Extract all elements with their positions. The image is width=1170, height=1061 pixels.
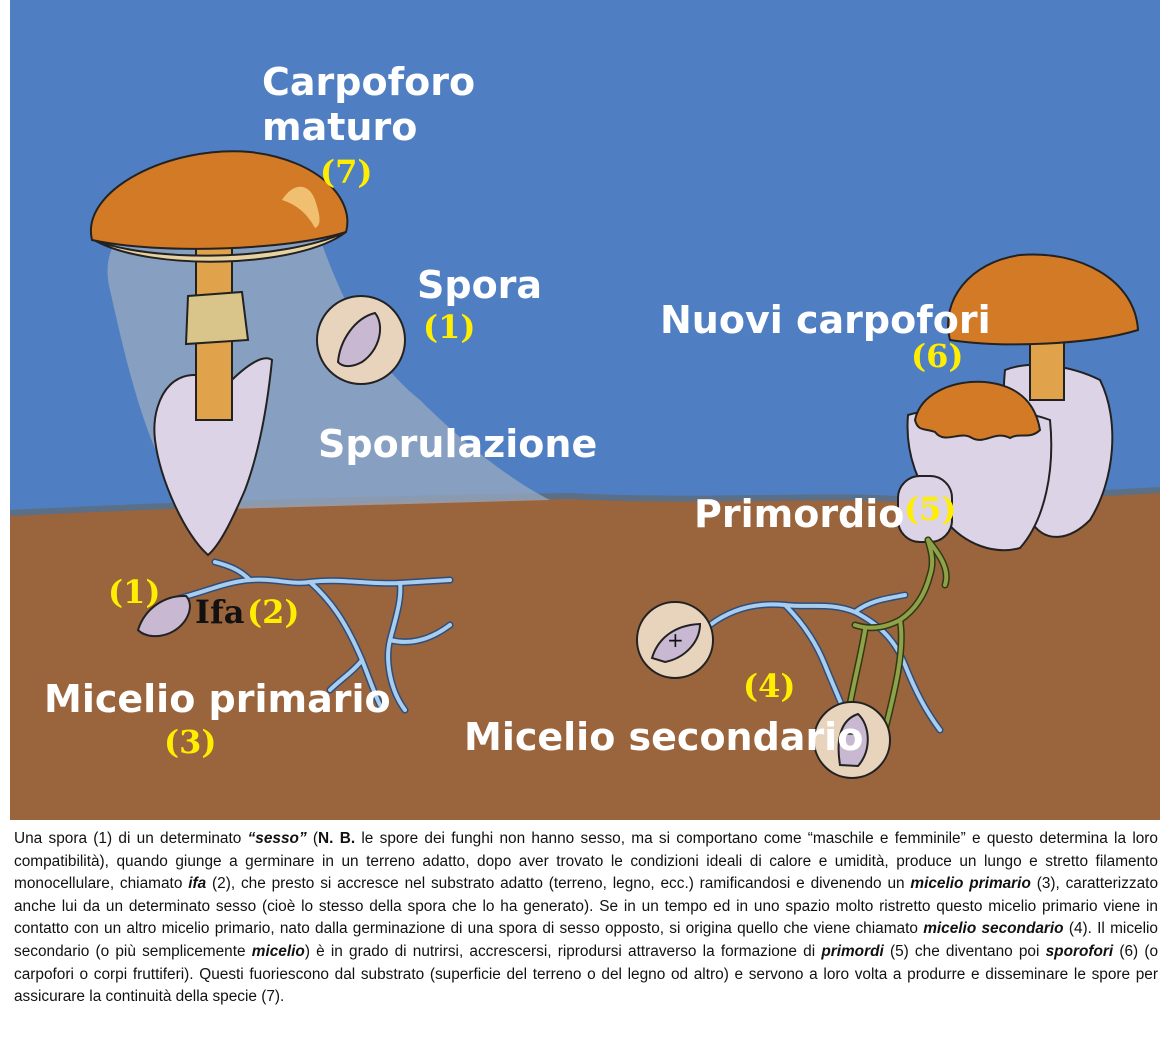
term-nb: N. B. xyxy=(318,830,356,847)
label-micelio-primario: Micelio primario xyxy=(44,677,391,721)
label-carpoforo: Carpoforo xyxy=(262,60,475,104)
term-ifa: ifa xyxy=(188,875,207,893)
label-num-6: (6) xyxy=(911,337,964,375)
label-num-1-spore: (1) xyxy=(423,308,476,346)
cap-highlight xyxy=(282,186,320,228)
term-sesso: “sesso” xyxy=(247,830,307,847)
label-num-1-soil: (1) xyxy=(108,573,161,611)
label-num-5: (5) xyxy=(904,490,957,528)
label-num-2: (2) xyxy=(247,593,300,631)
label-num-3: (3) xyxy=(164,723,217,761)
new-mushrooms xyxy=(906,253,1140,552)
mature-ring xyxy=(184,290,250,346)
mature-cap xyxy=(89,150,349,250)
minus-sign: − xyxy=(845,721,862,745)
label-ifa: Ifa xyxy=(195,593,244,631)
label-micelio-secondario: Micelio secondario xyxy=(464,715,863,759)
mature-mushroom xyxy=(89,150,349,557)
term-micelio-secondario: micelio secondario xyxy=(923,920,1064,938)
label-primordio: Primordio xyxy=(694,492,904,536)
term-micelio: micelio xyxy=(251,942,305,960)
spore-circle xyxy=(316,295,406,385)
label-maturo: maturo xyxy=(262,105,417,149)
minus-spore-circle xyxy=(813,701,891,779)
term-sporofori: sporofori xyxy=(1045,942,1114,960)
term-micelio-primario: micelio primario xyxy=(910,875,1031,893)
new-cap-large xyxy=(947,253,1140,346)
caption-paragraph: Una spora (1) di un determinato “sesso” … xyxy=(14,830,1159,1006)
label-num-7: (7) xyxy=(320,153,373,191)
fungus-life-cycle-diagram: + − Carpoforo maturo (7) Spora (1) Sporu… xyxy=(10,0,1160,820)
plus-spore-circle xyxy=(636,601,714,679)
germinating-spore xyxy=(136,594,191,638)
label-sporulazione: Sporulazione xyxy=(318,422,597,466)
plus-sign: + xyxy=(667,628,684,652)
label-num-4: (4) xyxy=(743,667,796,705)
label-nuovi-carpofori: Nuovi carpofori xyxy=(660,298,991,342)
new-cap-small xyxy=(913,380,1042,441)
label-spora: Spora xyxy=(417,263,542,307)
term-primordi: primordi xyxy=(821,942,884,960)
